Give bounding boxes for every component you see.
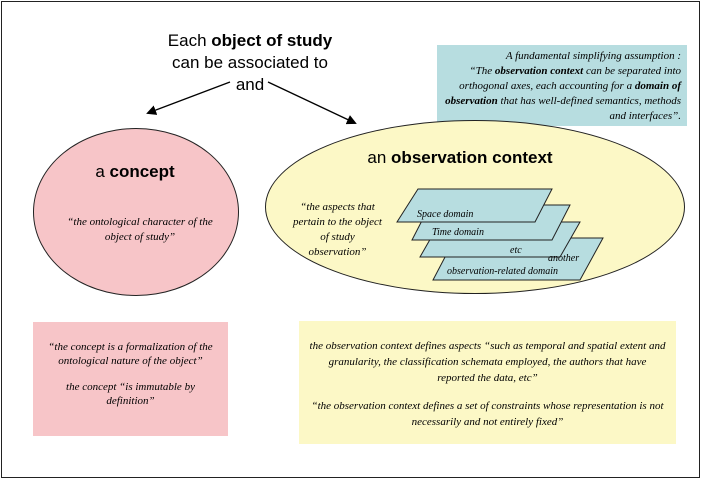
observation-box-para2: “the observation context defines a set o… — [311, 400, 664, 428]
concept-title: a concept — [95, 162, 175, 181]
title-line2: can be associated to — [172, 53, 328, 72]
concept-circle — [33, 128, 239, 296]
concept-description-box: “the concept is a formalization of the o… — [33, 322, 228, 436]
another-label: another — [548, 253, 580, 264]
title-object-of-study: object of study — [211, 31, 333, 50]
observation-title-bold: observation context — [391, 148, 553, 167]
observation-related-domain-label: observation-related domain — [447, 266, 559, 277]
concept-box-para2: the concept “is immutable by definition” — [66, 381, 195, 407]
title-line1-text: Each — [167, 31, 212, 50]
observation-context-title: an observation context — [367, 148, 553, 167]
concept-title-bold: concept — [109, 162, 175, 181]
space-domain-label: Space domain — [417, 209, 474, 220]
assumption-bold-observation-context: observation context — [494, 65, 584, 77]
concept-quote: “the ontological character of the object… — [67, 216, 213, 243]
assumption-lead: A fundamental simplifying assumption : — [505, 50, 681, 62]
assumption-text: “The observation context can be separate… — [445, 65, 681, 122]
title-line3: and — [235, 75, 265, 94]
observation-context-quote: “the aspects that pertain to the object … — [293, 201, 382, 258]
assumption-box: A fundamental simplifying assumption : “… — [437, 45, 687, 126]
time-domain-label: Time domain — [432, 227, 484, 238]
observation-description-box: the observation context defines aspects … — [299, 321, 676, 444]
etc-label: etc — [510, 245, 522, 256]
assumption-bold-domain: domain of observation — [445, 80, 681, 107]
observation-box-para1: the observation context defines aspects … — [309, 340, 666, 384]
diagram-title: Each object of study can be associated t… — [150, 30, 350, 96]
concept-box-para1: “the concept is a formalization of the o… — [48, 341, 213, 367]
